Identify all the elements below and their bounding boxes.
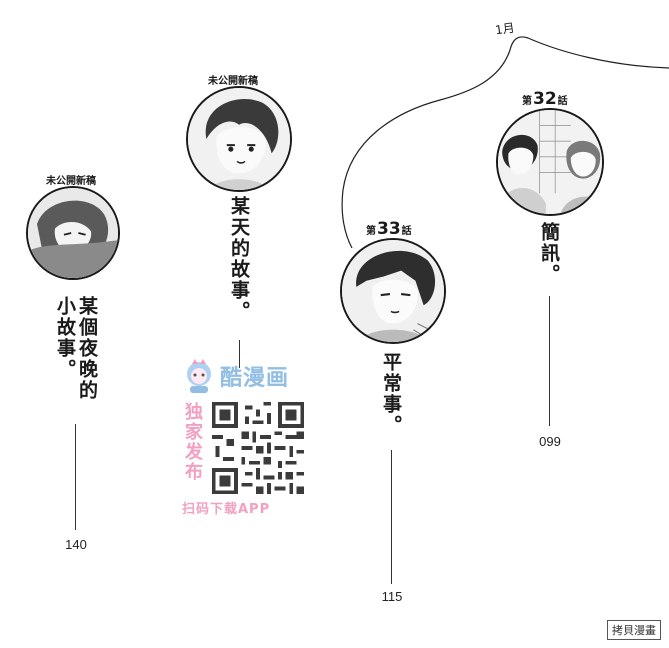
portrait-image bbox=[186, 86, 292, 192]
portrait-illustration bbox=[28, 188, 118, 278]
portrait-image bbox=[340, 238, 446, 344]
episode-number: 32 bbox=[533, 89, 557, 109]
entry-title: 平常事。 bbox=[380, 352, 402, 436]
page-number: 115 bbox=[381, 589, 403, 604]
month-label: 1月 bbox=[494, 20, 516, 38]
page-number: 099 bbox=[539, 434, 561, 449]
qr-code-icon bbox=[212, 402, 304, 494]
episode-suffix: 話 bbox=[401, 226, 412, 237]
page-number: 140 bbox=[65, 537, 87, 552]
entry-connector bbox=[75, 424, 76, 530]
watermark-logo-text: 酷漫画 bbox=[220, 366, 290, 391]
portrait-illustration bbox=[498, 110, 602, 214]
entry-tag: 未公開新稿 bbox=[46, 176, 96, 187]
portrait-image bbox=[26, 186, 120, 280]
portrait-illustration bbox=[188, 88, 290, 190]
entry-tag: 第33話 bbox=[366, 219, 412, 239]
episode-prefix: 第 bbox=[522, 96, 532, 107]
portrait-illustration bbox=[342, 240, 444, 342]
entry-connector bbox=[549, 296, 550, 426]
entry-connector bbox=[391, 450, 392, 584]
entry-title: 簡訊。 bbox=[538, 222, 560, 285]
entry-connector bbox=[239, 340, 240, 368]
entry-tag: 未公開新稿 bbox=[208, 76, 258, 87]
watermark-vertical-text: 独家发布 bbox=[182, 402, 203, 482]
entry-title: 某個夜晚的 小故事。 bbox=[54, 296, 98, 401]
episode-number: 33 bbox=[377, 219, 401, 239]
site-mark: 拷貝漫畫 bbox=[607, 620, 661, 640]
watermark-download-text: 扫码下载APP bbox=[182, 502, 271, 517]
episode-prefix: 第 bbox=[366, 226, 376, 237]
watermark: 酷漫画 独家发布 bbox=[178, 358, 312, 518]
entry-tag: 第32話 bbox=[522, 89, 568, 109]
mascot-icon bbox=[187, 359, 211, 393]
episode-suffix: 話 bbox=[557, 96, 568, 107]
portrait-image bbox=[496, 108, 604, 216]
entry-title: 某天的故事。 bbox=[228, 196, 250, 322]
